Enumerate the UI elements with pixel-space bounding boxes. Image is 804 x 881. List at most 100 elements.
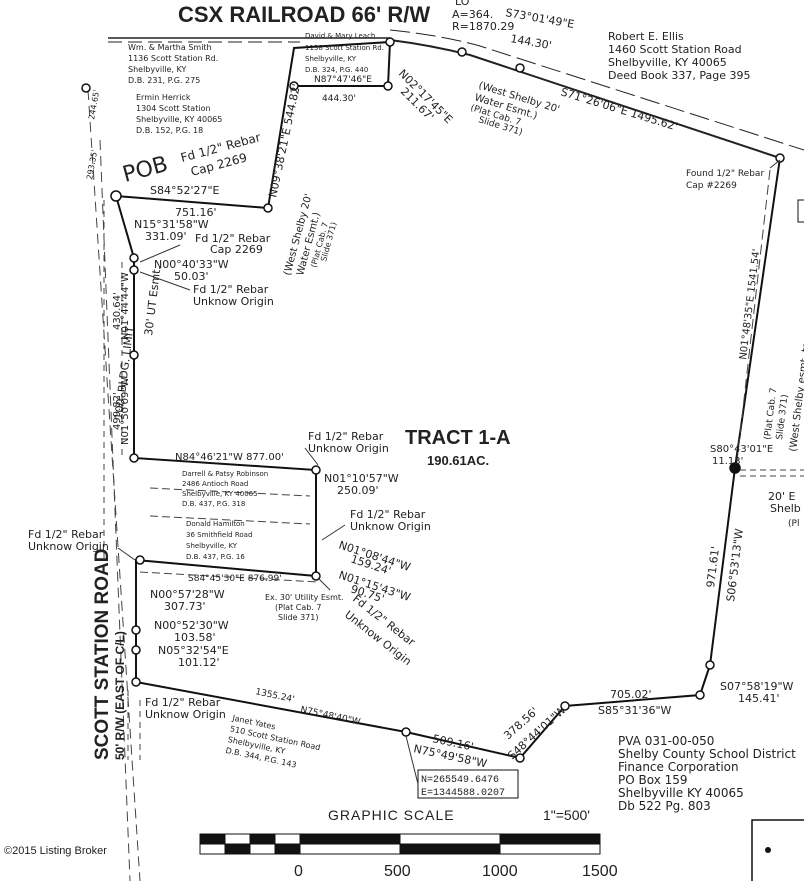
svg-text:(Plat Cab. 7: (Plat Cab. 7 xyxy=(275,603,322,612)
scale-title: GRAPHIC SCALE xyxy=(328,807,455,823)
svg-text:Shelbyville, KY: Shelbyville, KY xyxy=(128,65,186,74)
svg-text:1304 Scott Station: 1304 Scott Station xyxy=(136,104,211,113)
svg-text:Darrell & Patsy Robinson: Darrell & Patsy Robinson xyxy=(182,470,268,478)
svg-text:D.B. 152, P.G. 18: D.B. 152, P.G. 18 xyxy=(136,126,203,135)
svg-text:Ermin Herrick: Ermin Herrick xyxy=(136,93,191,102)
svg-text:Shelby County School District: Shelby County School District xyxy=(618,747,796,761)
svg-text:Wm. & Martha Smith: Wm. & Martha Smith xyxy=(128,43,212,52)
svg-text:Shelbyville KY 40065: Shelbyville KY 40065 xyxy=(618,786,744,800)
coord-north: N=265549.6476 xyxy=(421,775,499,786)
svg-text:244.65': 244.65' xyxy=(87,89,101,120)
svg-text:Shelbyville, KY 40065: Shelbyville, KY 40065 xyxy=(608,56,727,69)
svg-text:11.13': 11.13' xyxy=(712,456,743,467)
svg-text:Deed Book 337, Page 395: Deed Book 337, Page 395 xyxy=(608,69,750,82)
owner-leach: David & Mary Leach 1138 Scott Station Rd… xyxy=(305,32,384,74)
svg-text:N05°32'54"E: N05°32'54"E xyxy=(158,644,229,657)
svg-text:D.B. 324, P.G. 440: D.B. 324, P.G. 440 xyxy=(305,66,368,74)
svg-text:Unknow Origin: Unknow Origin xyxy=(193,295,274,308)
svg-text:D.B. 437, P.G. 16: D.B. 437, P.G. 16 xyxy=(186,553,245,561)
corner-bearing: S73°01'49"E xyxy=(504,6,575,31)
svg-text:Fd 1/2" Rebar: Fd 1/2" Rebar xyxy=(350,508,426,521)
road-name: SCOTT STATION ROAD xyxy=(92,549,113,760)
svg-text:Db 522 Pg. 803: Db 522 Pg. 803 xyxy=(618,799,711,813)
svg-text:971.61': 971.61' xyxy=(704,546,722,589)
svg-text:Robert E. Ellis: Robert E. Ellis xyxy=(608,30,684,43)
svg-text:S07°58'19"W: S07°58'19"W xyxy=(720,680,794,693)
svg-text:Fd 1/2" Rebar: Fd 1/2" Rebar xyxy=(145,696,221,709)
svg-text:430.64': 430.64' xyxy=(112,292,123,330)
svg-text:David & Mary Leach: David & Mary Leach xyxy=(305,32,375,40)
svg-text:Unknow Origin: Unknow Origin xyxy=(145,708,226,721)
svg-text:Fd 1/2" Rebar: Fd 1/2" Rebar xyxy=(193,283,269,296)
svg-text:293.35': 293.35' xyxy=(85,149,99,180)
svg-text:S06°53'13"W: S06°53'13"W xyxy=(724,528,746,603)
svg-text:Donald Hamilton: Donald Hamilton xyxy=(186,520,245,528)
svg-text:Cap 2269: Cap 2269 xyxy=(210,243,263,256)
svg-text:N01°10'57"W: N01°10'57"W xyxy=(324,472,399,485)
coord-box xyxy=(417,769,519,799)
svg-text:36 Smithfield Road: 36 Smithfield Road xyxy=(186,531,252,539)
corner-r: R=1870.29 xyxy=(452,20,514,33)
owner-smith: Wm. & Martha Smith 1136 Scott Station Rd… xyxy=(128,43,218,85)
svg-text:1355.24': 1355.24' xyxy=(254,687,295,705)
svg-text:N84°46'21"W 877.00': N84°46'21"W 877.00' xyxy=(175,452,284,463)
svg-text:Shelbyville, KY: Shelbyville, KY xyxy=(305,55,357,63)
svg-text:PO Box 159: PO Box 159 xyxy=(618,773,688,787)
svg-text:Shelbyville, KY 40065: Shelbyville, KY 40065 xyxy=(182,490,258,498)
svg-text:S84°45'30"E 876.99': S84°45'30"E 876.99' xyxy=(188,574,282,584)
svg-text:S80°43'01"E: S80°43'01"E xyxy=(710,444,773,455)
tract-area: 190.61AC. xyxy=(427,453,489,468)
svg-text:N00°40'33"W: N00°40'33"W xyxy=(154,258,229,271)
owner-school: PVA 031-00-050 Shelby County School Dist… xyxy=(618,734,796,813)
svg-text:PVA 031-00-050: PVA 031-00-050 xyxy=(618,734,714,748)
svg-text:Shelb: Shelb xyxy=(770,502,801,515)
corner-dist: 144.30' xyxy=(509,32,552,52)
svg-text:50.03': 50.03' xyxy=(174,270,209,283)
svg-text:2486 Antioch Road: 2486 Antioch Road xyxy=(182,480,248,488)
svg-text:Found 1/2" Rebar: Found 1/2" Rebar xyxy=(686,169,764,179)
railroad-lines xyxy=(108,29,804,159)
svg-text:250.09': 250.09' xyxy=(337,484,379,497)
scale-tick-1000: 1000 xyxy=(482,863,518,880)
svg-text:100' BLDG. LIMIT: 100' BLDG. LIMIT xyxy=(112,325,136,420)
svg-text:705.02': 705.02' xyxy=(610,688,652,701)
pob-label: POB xyxy=(120,152,171,188)
svg-text:145.41': 145.41' xyxy=(738,692,780,705)
owner-yates: Janet Yates 510 Scott Station Road Shelb… xyxy=(225,713,321,769)
svg-text:Fd 1/2" Rebar: Fd 1/2" Rebar xyxy=(28,528,104,541)
legend-box xyxy=(751,819,804,881)
svg-text:S85°31'36"W: S85°31'36"W xyxy=(598,704,672,717)
notes: POB Fd 1/2" Rebar Cap 2269 Fd 1/2" Rebar… xyxy=(28,80,804,721)
tract-name: TRACT 1-A xyxy=(405,427,511,449)
owner-herrick: Ermin Herrick 1304 Scott Station Shelbyv… xyxy=(136,93,222,135)
svg-text:307.73': 307.73' xyxy=(164,600,206,613)
svg-text:N01°44'44"W: N01°44'44"W xyxy=(120,272,131,340)
coord-east: E=1344588.0207 xyxy=(421,788,505,799)
svg-text:N00°57'28"W: N00°57'28"W xyxy=(150,588,225,601)
corner-a: A=364. xyxy=(452,8,493,21)
scale-bar xyxy=(199,833,601,855)
svg-text:1460 Scott Station Road: 1460 Scott Station Road xyxy=(608,43,742,56)
svg-text:(Pl: (Pl xyxy=(788,519,799,529)
svg-text:Unknow Origin: Unknow Origin xyxy=(28,540,109,553)
svg-text:Shelbyville, KY 40065: Shelbyville, KY 40065 xyxy=(136,115,222,124)
svg-text:751.16': 751.16' xyxy=(175,206,217,219)
svg-text:Unknow Origin: Unknow Origin xyxy=(350,520,431,533)
corner-lo: LO xyxy=(455,0,470,8)
svg-text:N87°47'46"E: N87°47'46"E xyxy=(314,75,372,85)
svg-text:N15°31'58"W: N15°31'58"W xyxy=(134,218,209,231)
svg-text:S84°52'27"E: S84°52'27"E xyxy=(150,184,220,197)
svg-text:Shelbyville, KY: Shelbyville, KY xyxy=(186,542,238,550)
owner-ellis: Robert E. Ellis 1460 Scott Station Road … xyxy=(608,30,750,82)
svg-text:Finance Corporation: Finance Corporation xyxy=(618,760,739,774)
svg-text:499.82': 499.82' xyxy=(112,392,123,430)
scale-tick-500: 500 xyxy=(384,863,411,880)
svg-text:331.09': 331.09' xyxy=(145,230,187,243)
svg-text:Cap #2269: Cap #2269 xyxy=(686,181,737,191)
monuments xyxy=(81,37,785,763)
svg-text:S71°26'06"E 1495.62': S71°26'06"E 1495.62' xyxy=(559,85,679,133)
svg-text:444.30': 444.30' xyxy=(322,94,356,104)
svg-text:101.12': 101.12' xyxy=(178,656,220,669)
